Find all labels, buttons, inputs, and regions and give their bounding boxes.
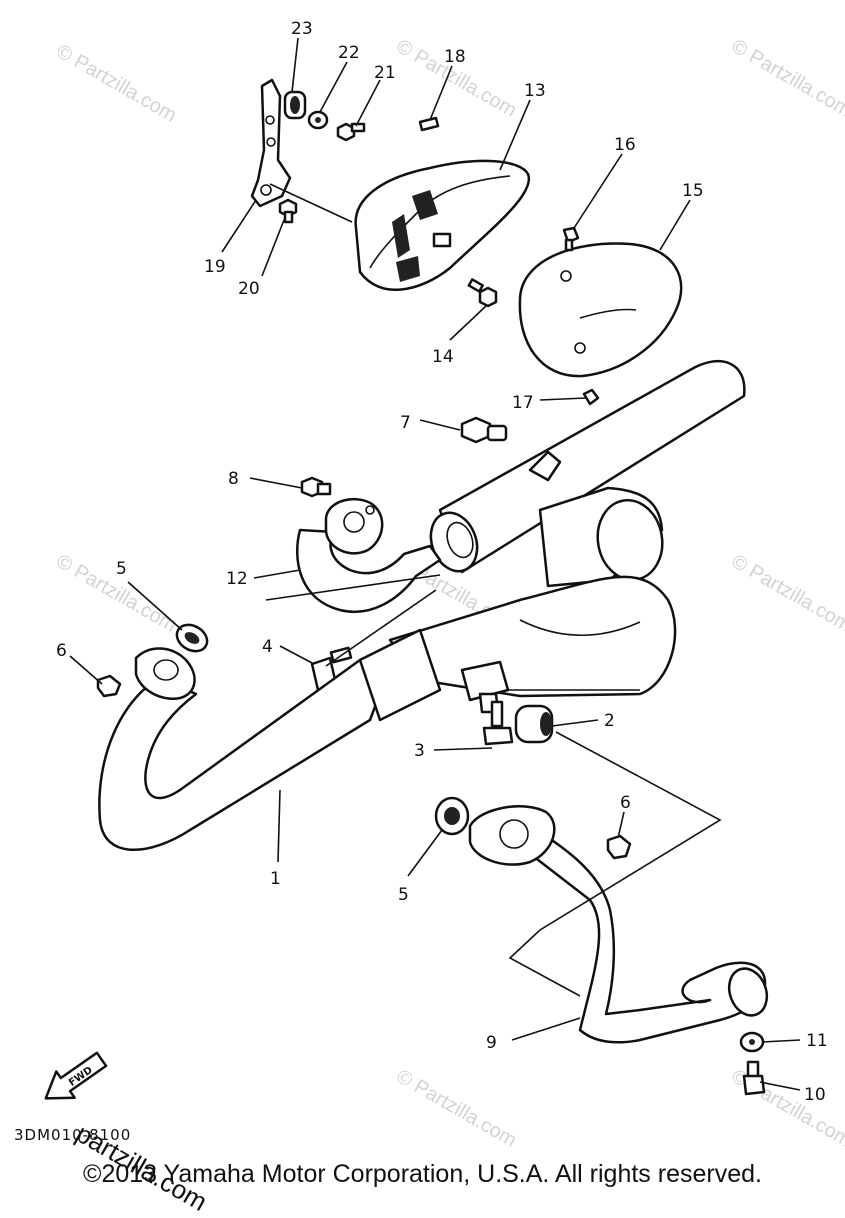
rubber-grommet-23 [285, 92, 305, 118]
fwd-arrow-icon: FWD [37, 1046, 111, 1111]
muffler-protector-13 [356, 161, 529, 290]
callout-4: 4 [262, 637, 273, 657]
muffler-cover-15 [520, 244, 681, 377]
callout-1: 1 [270, 869, 281, 889]
watermark: © Partzilla.com [53, 40, 181, 126]
nut-6b [608, 836, 630, 858]
gasket-5b [436, 798, 468, 834]
watermark: © Partzilla.com [393, 1065, 521, 1151]
callout-9: 9 [486, 1033, 497, 1053]
collar-22 [309, 112, 327, 128]
bolt-7 [462, 418, 506, 442]
bolt-20 [280, 200, 296, 222]
callout-16: 16 [614, 135, 636, 155]
bolt-14 [469, 279, 496, 306]
callout-14: 14 [432, 347, 454, 367]
callout-12: 12 [226, 569, 248, 589]
callout-21: 21 [374, 63, 396, 83]
bolt-8 [302, 478, 330, 496]
callout-2: 2 [604, 711, 615, 731]
damper-2 [516, 706, 552, 742]
callout-11: 11 [806, 1031, 828, 1051]
callout-6a: 6 [56, 641, 67, 661]
callout-10: 10 [804, 1085, 826, 1105]
callout-18: 18 [444, 47, 466, 67]
watermark: © Partzilla.com [728, 35, 845, 121]
watermark: © Partzilla.com [728, 550, 845, 636]
callout-5b: 5 [398, 885, 409, 905]
callout-20: 20 [238, 279, 260, 299]
bolt-21 [338, 124, 364, 140]
exhaust-pipe-1 [99, 630, 440, 850]
callout-13: 13 [524, 81, 546, 101]
copyright-notice: ©2013 Yamaha Motor Corporation, U.S.A. A… [0, 1160, 845, 1189]
callout-8: 8 [228, 469, 239, 489]
nut-17 [584, 390, 598, 404]
exhaust-pipe-12 [297, 499, 440, 612]
callout-15: 15 [682, 181, 704, 201]
damper-18 [420, 118, 438, 130]
callout-5a: 5 [116, 559, 127, 579]
callout-6b: 6 [620, 793, 631, 813]
stud-10 [744, 1062, 764, 1094]
gasket-5a [172, 620, 212, 657]
callout-23: 23 [291, 19, 313, 39]
callout-7: 7 [400, 413, 411, 433]
callout-19: 19 [204, 257, 226, 277]
nut-6a [98, 676, 120, 696]
diagram-code: 3DM010-8100 [14, 1126, 131, 1144]
callout-17: 17 [512, 393, 534, 413]
nut-11 [741, 1033, 763, 1051]
callout-3: 3 [414, 741, 425, 761]
callout-22: 22 [338, 43, 360, 63]
muffler-body [390, 361, 744, 696]
